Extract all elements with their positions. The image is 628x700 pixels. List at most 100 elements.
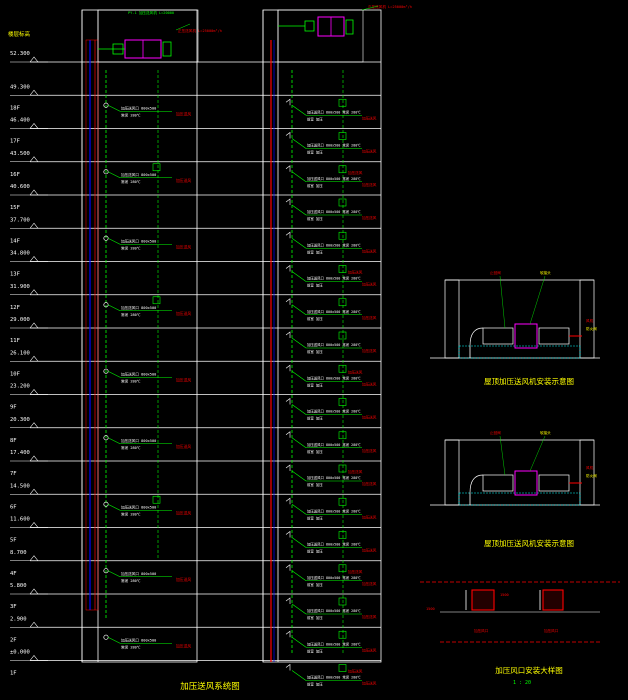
detail-tag-0: 止回阀 [490,270,501,275]
left-damper-box [152,296,161,305]
right-outlet-note: 加压送风口 800x500 常闭 280℃ [307,442,361,447]
right-outlet-leader [291,670,307,681]
detail-duct-left [482,474,514,492]
floor-label-14F: 14F [10,238,20,244]
left-outlet-note-sub: 常闭 280℃ [121,445,141,450]
right-damper-box [338,597,347,606]
right-outlet-note-sub: 前室 加压 [307,183,323,188]
left-outlet-note: 加压送风口 800x500 [121,371,156,376]
level-triangle [29,488,39,495]
detail-base-slab [458,345,581,359]
right-damper-box [338,165,347,174]
detail-fan [514,323,538,349]
level-elevation: ±0.000 [10,650,30,656]
right-outlet-leader [291,637,307,648]
right-damper-box [338,431,347,440]
right-roof-outlet [345,19,354,35]
level-markers: 楼层标高52.30049.30018F46.40017F43.50016F40.… [8,30,381,677]
detail-tag-3: 防火阀 [586,473,597,478]
right-outlet-note: 加压送风口 800x500 常闭 280℃ [307,342,361,347]
detail-duct-left [482,327,514,345]
right-outlet-note-sub: 前室 加压 [307,515,323,520]
level-elevation: 11.600 [10,517,30,523]
outlet-dim-left: 1500 [426,607,435,611]
left-outlet-leader [107,437,121,445]
left-roof-room [97,9,199,63]
right-outlet-node [285,98,291,106]
right-outlet-leader [291,371,307,382]
right-outlet-tag: 加压送风 [362,115,377,120]
right-outlet-node [285,298,291,305]
left-outlet-leader [107,503,121,511]
right-outlet-leader [291,171,307,182]
left-outlet-tag: 加压送风 [176,244,191,249]
detail2-title: 屋顶加压送风机安装示意图 [484,538,574,548]
right-outlet-leader [291,105,307,116]
left-outlet-note-sub: 常闭 280℃ [121,378,141,383]
detail-tag-1: 软接头 [540,430,551,435]
left-outlet-leader [107,636,121,644]
outlet-dim-mid: 1500 [500,593,509,597]
left-roof-outlet [162,41,172,57]
right-outlet-note-sub: 前室 加压 [307,116,323,121]
right-outlet-tag: 加压送风 [362,448,377,453]
floor-label-1F: 1F [10,671,17,677]
right-damper-box [338,564,347,573]
right-outlet-tag: 加压送风 [362,381,377,386]
right-outlet-tag-2: 加压送风 [348,369,363,374]
right-outlet-note: 加压送风口 800x500 常闭 280℃ [307,242,361,247]
right-roof-damper [304,20,315,32]
floor-label-17F: 17F [10,139,20,145]
left-outlet-note: 加压送风口 800x500 [121,438,156,443]
level-triangle [29,355,39,362]
right-damper-box [338,364,347,373]
level-elevation: 49.300 [10,84,30,90]
outlet-label-left: 加压风口 [474,628,489,633]
right-outlet-note-sub: 前室 加压 [307,416,323,421]
floor-label-13F: 13F [10,272,20,278]
right-outlet-note: 加压送风口 800x500 常闭 280℃ [307,209,361,214]
right-outlet-node [285,364,291,372]
level-elevation: 29.000 [10,317,30,323]
right-outlet-leader [291,570,307,581]
detail1-title: 屋顶加压送风机安装示意图 [484,376,574,386]
roof-fan-detail-1: 止回阀软接头风机防火阀 [430,270,600,359]
floor-label-4F: 4F [10,571,17,577]
right-outlet-leader [291,504,307,515]
right-outlet-note-sub: 前室 加压 [307,150,323,155]
right-outlet-node [285,464,291,471]
detail-base-slab [458,492,581,506]
right-building-outline [262,9,382,663]
right-outlet-leader [291,537,307,548]
detail-leader-0 [499,275,506,329]
right-outlet-note: 加压送风口 800x500 常闭 280℃ [307,143,361,148]
right-outlet-tag-2: 加压送风 [348,669,363,674]
floor-label-8F: 8F [10,438,17,444]
right-outlet-note-sub: 前室 加压 [307,615,323,620]
left-outlet-note-sub: 常闭 280℃ [121,644,141,649]
level-header: 楼层标高 [8,30,31,38]
right-outlet-tag-2: 加压送风 [348,170,363,175]
right-outlet-note-sub: 前室 加压 [307,283,323,288]
right-outlet-node [285,630,291,638]
right-outlet-note-sub: 前室 加压 [307,648,323,653]
floor-label-5F: 5F [10,538,17,544]
outlet-box-left [471,589,495,611]
level-elevation: 20.300 [10,417,30,423]
detail-duct-right [538,327,570,345]
right-outlet-note: 加压送风口 800x500 常闭 280℃ [307,575,361,580]
floor-label-7F: 7F [10,471,17,477]
level-triangle [29,156,39,162]
floor-label-2F: 2F [10,637,17,643]
left-outlet-tag: 加压送风 [176,377,191,382]
left-outlet-note: 加压送风口 800x500 [121,637,156,642]
right-outlet-node [285,264,291,272]
left-outlet-note: 加压送风口 800x500 [121,105,156,110]
right-damper-box [338,398,347,406]
left-outlet-node [103,634,109,640]
right-outlet-node [285,131,291,139]
level-elevation: 46.400 [10,118,30,124]
level-triangle [29,322,39,329]
right-outlet-node [285,331,291,338]
level-triangle [29,123,39,129]
